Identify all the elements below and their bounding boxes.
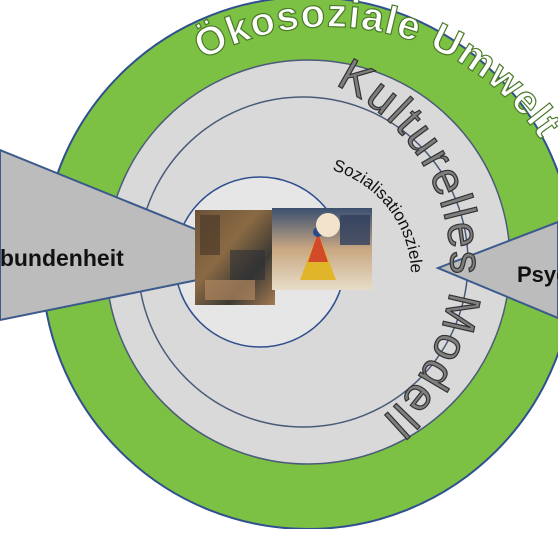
left-wedge-label: Verbundenheit	[0, 245, 124, 271]
children-toy-photo	[272, 208, 372, 290]
right-wedge-label: Psychologische Autonomie	[517, 262, 558, 287]
village-photo-left	[195, 210, 275, 305]
right-wedge	[435, 220, 558, 320]
